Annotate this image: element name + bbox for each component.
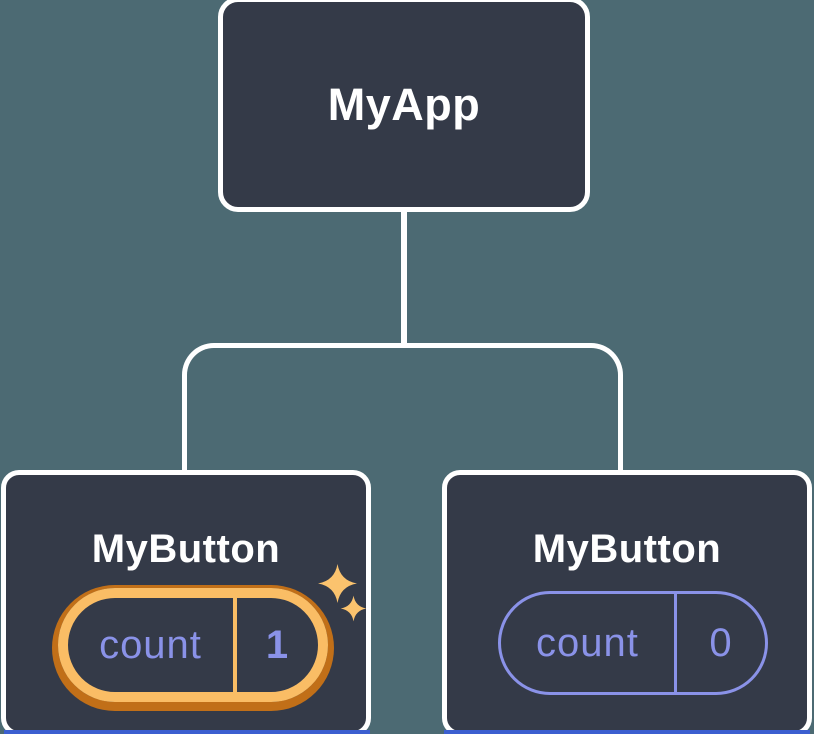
bottom-accent-bar (444, 730, 810, 734)
bottom-accent-bar (4, 730, 370, 734)
state-pill-highlighted: count 1 (58, 588, 328, 702)
state-key-label: count (501, 594, 677, 692)
state-key-label: count (68, 598, 237, 692)
component-label-myapp: MyApp (327, 78, 481, 130)
state-pill-idle: count 0 (498, 591, 768, 695)
component-label-mybutton-left: MyButton (91, 527, 281, 571)
component-node-myapp: MyApp (218, 0, 590, 212)
state-value: 0 (709, 620, 733, 665)
component-label-mybutton-right: MyButton (532, 527, 722, 571)
component-node-mybutton-right: MyButton count 0 (442, 470, 812, 734)
component-node-mybutton-left: MyButton count 1 (1, 470, 371, 734)
sparkles-icon (317, 563, 358, 604)
connector-root-stem (401, 211, 407, 347)
sparkles-icon (340, 595, 367, 622)
connector-branch-bracket (182, 343, 623, 470)
state-value: 1 (265, 622, 290, 667)
